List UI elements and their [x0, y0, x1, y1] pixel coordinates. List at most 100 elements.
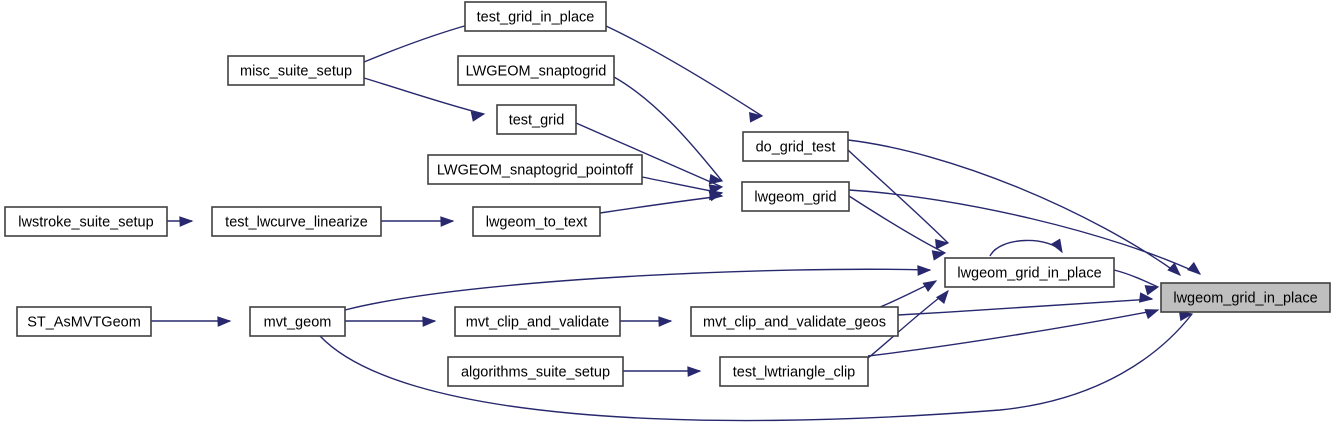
- edges-layer: [151, 18, 1202, 422]
- node-label: test_lwtriangle_clip: [733, 364, 856, 380]
- node-label: LWGEOM_snaptogrid: [466, 63, 607, 79]
- node-label: lwgeom_to_text: [486, 214, 588, 230]
- edge-line: [363, 77, 485, 115]
- edge-lwgeom_grid-to-lwgeom_grid_in_place_hl: [848, 189, 1202, 275]
- node-box[interactable]: [944, 257, 1115, 288]
- arrow-head-icon: [749, 112, 764, 123]
- node-label: LWGEOM_snaptogrid_pointoff: [437, 162, 634, 178]
- node-box[interactable]: [447, 356, 624, 387]
- node-label: test_lwcurve_linearize: [225, 214, 368, 230]
- node-label: lwgeom_grid_in_place: [957, 265, 1101, 281]
- node-box[interactable]: [1160, 282, 1331, 313]
- edge-mvt_clip_and_validate_geos-to-lwgeom_grid_in_place_hl: [897, 292, 1154, 316]
- node-box[interactable]: [464, 1, 607, 32]
- node-ST_AsMVTGeom[interactable]: ST_AsMVTGeom: [16, 306, 152, 337]
- edge-line: [867, 309, 1159, 357]
- node-mvt_clip_and_validate_geos[interactable]: mvt_clip_and_validate_geos: [690, 306, 899, 337]
- node-lwgeom_grid_in_place[interactable]: lwgeom_grid_in_place: [944, 257, 1115, 288]
- arrow-head-icon: [1144, 309, 1160, 320]
- edge-misc_suite_setup-to-test_grid: [363, 77, 486, 122]
- arrow-head-icon: [1051, 238, 1063, 254]
- node-LWGEOM_snaptogrid[interactable]: LWGEOM_snaptogrid: [457, 55, 615, 86]
- edge-line: [1113, 269, 1159, 288]
- edge-test_lwtriangle_clip-to-lwgeom_grid_in_place_hl: [867, 309, 1160, 357]
- arrow-head-icon: [1187, 261, 1202, 275]
- node-label: do_grid_test: [756, 139, 836, 155]
- node-test_lwtriangle_clip[interactable]: test_lwtriangle_clip: [719, 356, 869, 387]
- arrow-head-icon: [922, 280, 938, 292]
- node-box[interactable]: [742, 131, 849, 162]
- node-box[interactable]: [454, 306, 621, 337]
- arrow-head-icon: [708, 173, 724, 185]
- edge-line: [344, 268, 931, 311]
- arrow-head-icon: [687, 366, 702, 377]
- node-label: test_grid: [509, 112, 565, 128]
- arrow-head-icon: [935, 289, 949, 305]
- node-label: mvt_clip_and_validate_geos: [703, 314, 886, 330]
- edge-line: [575, 122, 723, 188]
- node-test_lwcurve_linearize[interactable]: test_lwcurve_linearize: [211, 206, 382, 237]
- arrow-head-icon: [179, 216, 194, 227]
- node-algorithms_suite_setup[interactable]: algorithms_suite_setup: [447, 356, 624, 387]
- edge-line: [989, 239, 1063, 257]
- node-box[interactable]: [719, 356, 869, 387]
- node-do_grid_test[interactable]: do_grid_test: [742, 131, 849, 162]
- node-box[interactable]: [16, 306, 152, 337]
- node-box[interactable]: [211, 206, 382, 237]
- arrow-head-icon: [217, 316, 232, 327]
- node-box[interactable]: [427, 154, 643, 185]
- node-mvt_clip_and_validate[interactable]: mvt_clip_and_validate: [454, 306, 621, 337]
- edge-test_grid_in_place-to-do_grid_test: [605, 25, 764, 123]
- edge-do_grid_test-to-lwgeom_grid_in_place: [847, 149, 950, 250]
- edge-do_grid_test-to-lwgeom_grid_in_place_hl: [847, 139, 1182, 276]
- arrow-head-icon: [422, 316, 437, 327]
- edge-lwgeom_grid-to-lwgeom_grid_in_place: [848, 195, 947, 261]
- node-label: lwstroke_suite_setup: [18, 214, 153, 230]
- arrow-head-icon: [931, 250, 947, 261]
- arrow-head-icon: [440, 216, 455, 227]
- arrow-head-icon: [1167, 262, 1182, 276]
- node-box[interactable]: [227, 55, 365, 86]
- node-LWGEOM_snaptogrid_pointoff[interactable]: LWGEOM_snaptogrid_pointoff: [427, 154, 643, 185]
- node-box[interactable]: [457, 55, 615, 86]
- edge-line: [848, 195, 946, 254]
- edge-line: [599, 195, 723, 214]
- edge-mvt_geom-to-mvt_clip_and_validate: [345, 316, 437, 327]
- node-lwgeom_grid_in_place_hl[interactable]: lwgeom_grid_in_place: [1160, 282, 1331, 313]
- node-label: ST_AsMVTGeom: [27, 314, 141, 330]
- arrow-head-icon: [658, 316, 673, 327]
- node-box[interactable]: [496, 104, 577, 135]
- node-test_grid_in_place[interactable]: test_grid_in_place: [464, 1, 607, 32]
- edge-line: [847, 149, 949, 244]
- edge-test_lwcurve_linearize-to-lwgeom_to_text: [381, 216, 455, 227]
- node-lwstroke_suite_setup[interactable]: lwstroke_suite_setup: [4, 206, 168, 237]
- node-test_grid[interactable]: test_grid: [496, 104, 577, 135]
- edge-mvt_clip_and_validate_geos-to-lwgeom_grid_in_place: [879, 280, 938, 308]
- node-box[interactable]: [741, 181, 850, 212]
- node-mvt_geom[interactable]: mvt_geom: [249, 306, 346, 337]
- node-lwgeom_to_text[interactable]: lwgeom_to_text: [472, 206, 601, 237]
- node-box[interactable]: [472, 206, 601, 237]
- node-label: test_grid_in_place: [477, 9, 595, 25]
- node-label: mvt_geom: [264, 314, 332, 330]
- node-misc_suite_setup[interactable]: misc_suite_setup: [227, 55, 365, 86]
- edge-line: [605, 25, 763, 117]
- edge-lwgeom_grid_in_place-to-lwgeom_grid_in_place_hl: [1113, 269, 1160, 296]
- edge-mvt_clip_and_validate-to-mvt_clip_and_validate_geos: [620, 316, 673, 327]
- edge-lwgeom_grid_in_place-to-lwgeom_grid_in_place: [989, 238, 1063, 257]
- edge-line: [613, 76, 723, 182]
- edge-ST_AsMVTGeom-to-mvt_geom: [151, 316, 232, 327]
- node-box[interactable]: [249, 306, 346, 337]
- node-label: mvt_clip_and_validate: [466, 314, 609, 330]
- node-lwgeom_grid[interactable]: lwgeom_grid: [741, 181, 850, 212]
- edge-algorithms_suite_setup-to-test_lwtriangle_clip: [623, 366, 702, 377]
- edge-line: [319, 313, 1193, 422]
- node-box[interactable]: [4, 206, 168, 237]
- arrow-head-icon: [709, 189, 724, 201]
- node-box[interactable]: [690, 306, 899, 337]
- arrow-head-icon: [470, 111, 486, 122]
- arrow-head-icon: [1144, 285, 1160, 296]
- arrow-head-icon: [917, 265, 932, 276]
- arrow-head-icon: [935, 238, 950, 250]
